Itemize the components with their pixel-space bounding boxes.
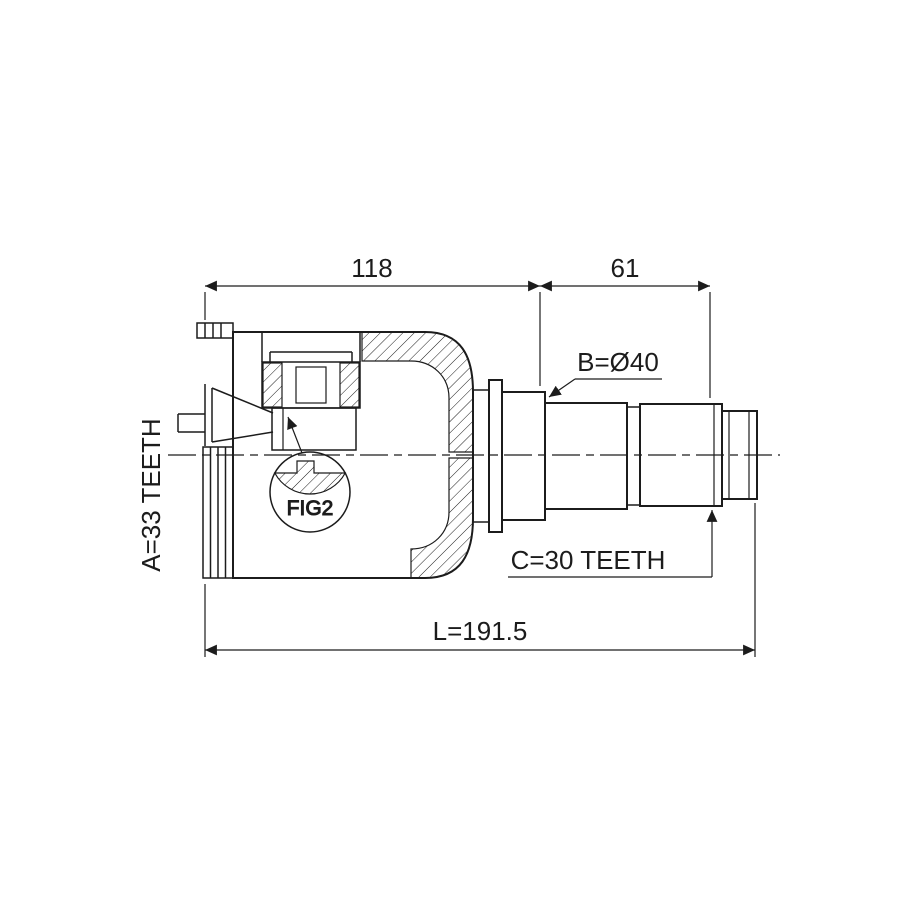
dimension-bottom: [204, 503, 756, 657]
fig2-leader-line: [287, 416, 303, 454]
label-c: C=30 TEETH: [511, 545, 666, 575]
shaft-section-1: [501, 391, 546, 521]
housing-top-band: [196, 322, 234, 339]
housing-groove-bands: [202, 446, 234, 579]
callout-b: B=Ø40: [548, 347, 662, 398]
bearing-race-hatch-right: [339, 362, 360, 408]
bearing-roller: [295, 366, 327, 404]
dimension-top: [204, 280, 711, 398]
dim-length-label: L=191.5: [433, 616, 528, 646]
fig2-circle: [269, 451, 351, 533]
label-a: A=33 TEETH: [136, 418, 166, 571]
dim-118-label: 118: [351, 253, 392, 283]
housing-section-hatch-top: [361, 331, 474, 453]
label-b: B=Ø40: [577, 347, 659, 377]
shaft-step: [472, 389, 490, 523]
shaft-section-2: [544, 402, 628, 510]
fig2-groove-hatch: [273, 460, 347, 495]
bearing-race-hatch-left: [262, 362, 283, 408]
joint-housing: [177, 322, 474, 579]
shaft-tip: [721, 410, 758, 500]
output-shaft: [472, 379, 758, 533]
shaft-flange: [488, 379, 503, 533]
housing-section-hatch-bottom: [410, 457, 474, 579]
shaft-groove: [626, 406, 641, 506]
input-shaft-cone: [177, 384, 274, 446]
dim-61-label: 61: [611, 253, 640, 283]
fig2-label: FIG2: [287, 497, 334, 520]
fig2-detail: FIG2: [269, 416, 351, 533]
bearing-hub: [271, 407, 357, 451]
inner-bearing-section: [261, 332, 361, 451]
callout-c: C=30 TEETH: [508, 509, 718, 578]
